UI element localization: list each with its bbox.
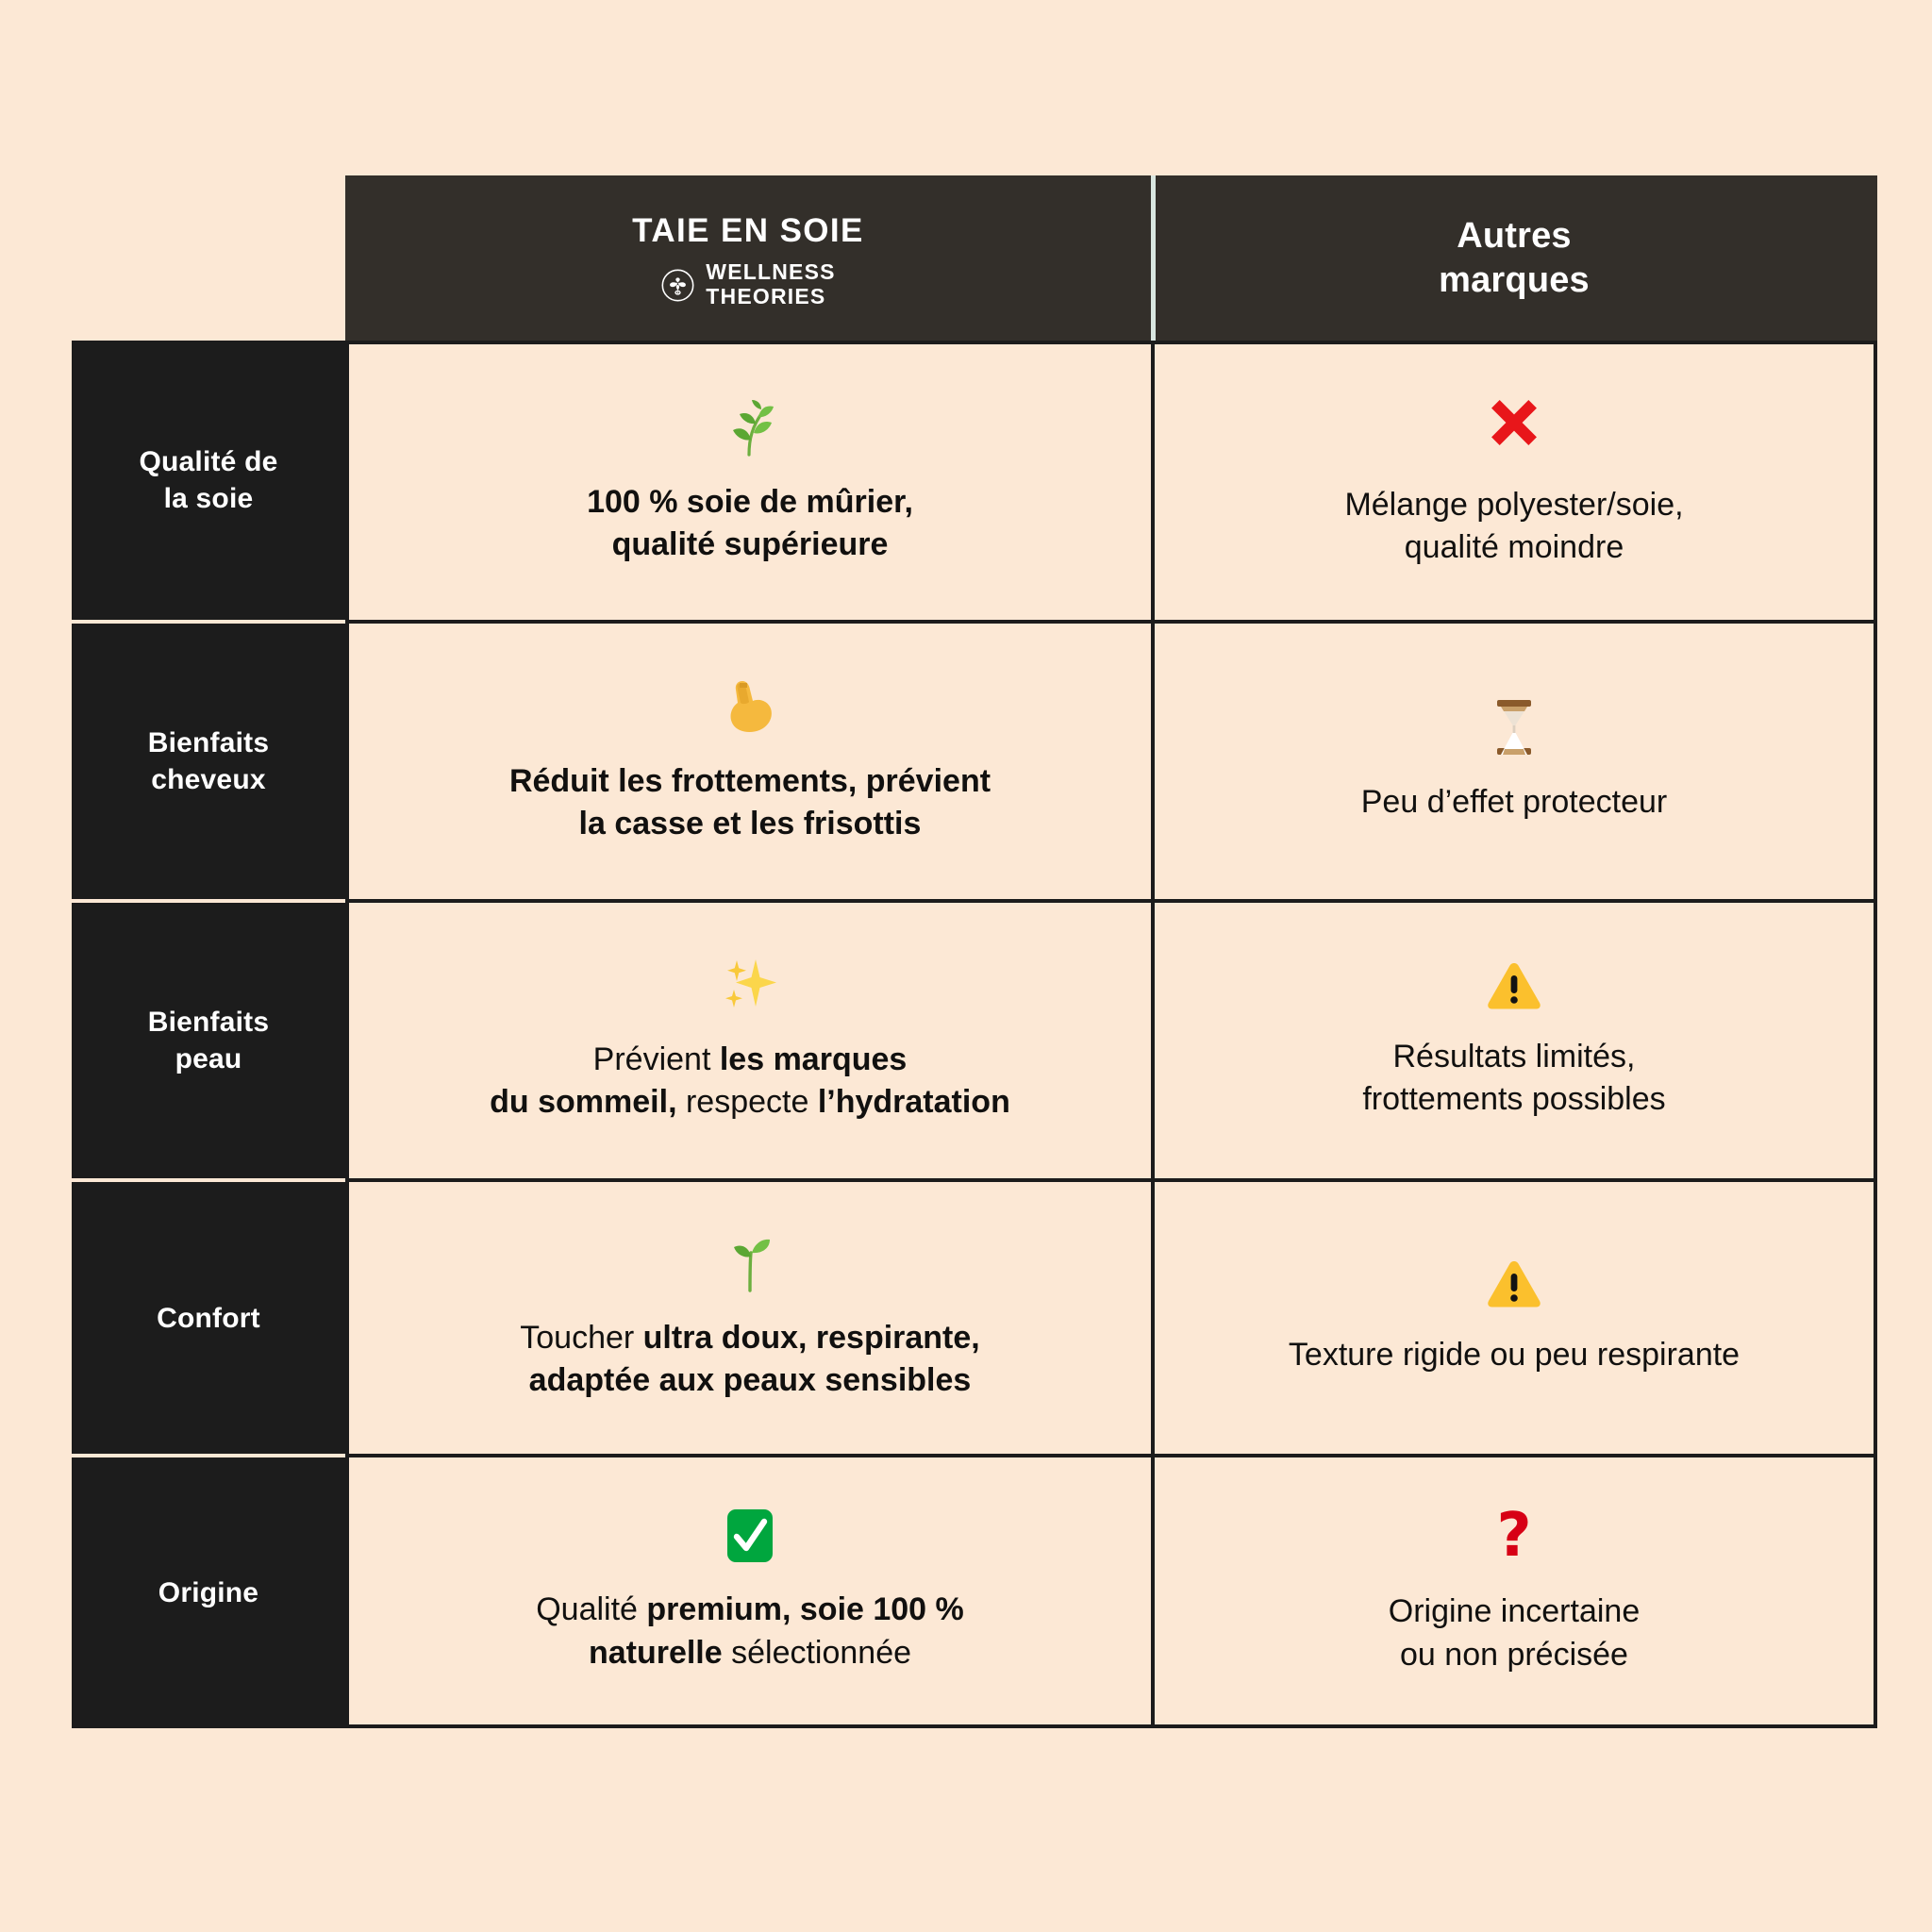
cell-text-line-1: Prévient les marques (592, 1041, 908, 1077)
cell-text-line-2: du sommeil, respecte l’hydratation (490, 1084, 1010, 1120)
competitor-title-line-2: marques (1439, 259, 1590, 300)
cell-text-line-1: Résultats limités, (1392, 1038, 1636, 1074)
hourglass-icon (1491, 698, 1537, 757)
flexed-biceps-icon (724, 677, 776, 736)
cell-product-bienfaits-cheveux: Réduit les frottements, prévient la cass… (345, 620, 1151, 899)
brand-lockup: WELLNESS THEORIES (660, 259, 836, 309)
cell-text: Peu d’effet protecteur (1361, 781, 1667, 824)
cell-text-line-2: qualité supérieure (611, 526, 889, 562)
cell-text-line-1: Réduit les frottements, prévient (508, 762, 991, 799)
cell-text: Qualité premium, soie 100 % naturelle sé… (536, 1589, 964, 1674)
row-label-line-1: Bienfaits (147, 727, 270, 758)
cell-text-line-1: Texture rigide ou peu respirante (1288, 1337, 1740, 1374)
header-column-divider (1151, 175, 1156, 341)
cell-text: Toucher ultra doux, respirante, adaptée … (520, 1317, 980, 1402)
cell-product-qualite-de-la-soie: 100 % soie de mûrier, qualité supérieure (345, 341, 1151, 620)
row-label-bienfaits-cheveux: Bienfaits cheveux (72, 620, 345, 899)
cell-text: Texture rigide ou peu respirante (1289, 1334, 1740, 1376)
cell-competitor-bienfaits-peau: Résultats limités, frottements possibles (1151, 899, 1877, 1178)
bee-badge-icon (660, 268, 695, 303)
seedling-icon (724, 1234, 776, 1292)
cell-competitor-bienfaits-cheveux: Peu d’effet protecteur (1151, 620, 1877, 899)
cell-text-line-2: naturelle sélectionnée (588, 1634, 912, 1671)
row-label-qualite-de-la-soie: Qualité de la soie (72, 341, 345, 620)
row-label-line-1: Confort (157, 1302, 260, 1334)
cell-text-line-2: frottements possibles (1362, 1081, 1666, 1117)
cell-text-line-1: Qualité premium, soie 100 % (536, 1591, 964, 1628)
row-label-line-1: Qualité de (139, 446, 278, 477)
warning-triangle-icon (1486, 960, 1542, 1011)
cell-text-line-1: Toucher ultra doux, respirante, (520, 1319, 980, 1356)
cell-text-line-2: qualité moindre (1404, 529, 1624, 565)
row-label-line-2: peau (175, 1043, 242, 1074)
cell-competitor-qualite-de-la-soie: Mélange polyester/soie, qualité moindre (1151, 341, 1877, 620)
cell-text-line-1: Origine incertaine (1388, 1593, 1641, 1630)
competitor-title-line-1: Autres (1457, 216, 1572, 257)
cell-text-line-1: Peu d’effet protecteur (1360, 784, 1668, 821)
cell-text: Origine incertaine ou non précisée (1389, 1591, 1640, 1675)
competitor-column-title: Autres marques (1439, 214, 1590, 302)
cell-text: Prévient les marques du sommeil, respect… (490, 1039, 1010, 1124)
product-column-title: TAIE EN SOIE (632, 212, 864, 250)
cell-product-bienfaits-peau: Prévient les marques du sommeil, respect… (345, 899, 1151, 1178)
cell-text: Résultats limités, frottements possibles (1362, 1036, 1665, 1121)
cell-text: Mélange polyester/soie, qualité moindre (1344, 484, 1683, 569)
brand-line-1: WELLNESS (706, 259, 836, 285)
header-competitor-column: Autres marques (1151, 175, 1877, 341)
sparkles-icon (720, 958, 780, 1014)
red-question-mark-icon: ? (1496, 1501, 1532, 1572)
row-label-line-1: Origine (158, 1577, 259, 1608)
row-label-bienfaits-peau: Bienfaits peau (72, 899, 345, 1178)
cell-text: 100 % soie de mûrier, qualité supérieure (587, 481, 913, 566)
green-check-mark-icon (724, 1507, 776, 1564)
brand-name: WELLNESS THEORIES (706, 259, 836, 309)
row-label-origine: Origine (72, 1454, 345, 1728)
cell-text-line-2: ou non précisée (1400, 1636, 1628, 1673)
cell-product-origine: Qualité premium, soie 100 % naturelle sé… (345, 1454, 1151, 1728)
row-label-line-2: cheveux (151, 764, 266, 795)
header-product-column: TAIE EN SOIE WE (345, 175, 1151, 341)
cell-text-line-2: la casse et les frisottis (578, 806, 922, 841)
cell-competitor-origine: ? Origine incertaine ou non précisée (1151, 1454, 1877, 1728)
herb-leaf-icon (720, 398, 780, 457)
cell-product-confort: Toucher ultra doux, respirante, adaptée … (345, 1178, 1151, 1454)
brand-line-2: THEORIES (706, 284, 826, 309)
row-label-line-1: Bienfaits (147, 1007, 270, 1038)
cell-text: Réduit les frottements, prévient la cass… (509, 760, 991, 845)
cell-text-line-1: Mélange polyester/soie, (1344, 486, 1684, 523)
red-cross-mark-icon (1485, 395, 1543, 459)
cell-text-line-2: adaptée aux peaux sensibles (528, 1362, 972, 1398)
header-spacer-cell (72, 175, 345, 341)
comparison-table: TAIE EN SOIE WE (72, 175, 1877, 1728)
warning-triangle-icon (1486, 1258, 1542, 1309)
cell-text-line-1: 100 % soie de mûrier, (587, 483, 913, 520)
cell-competitor-confort: Texture rigide ou peu respirante (1151, 1178, 1877, 1454)
row-label-confort: Confort (72, 1178, 345, 1454)
row-label-line-2: la soie (163, 483, 254, 514)
